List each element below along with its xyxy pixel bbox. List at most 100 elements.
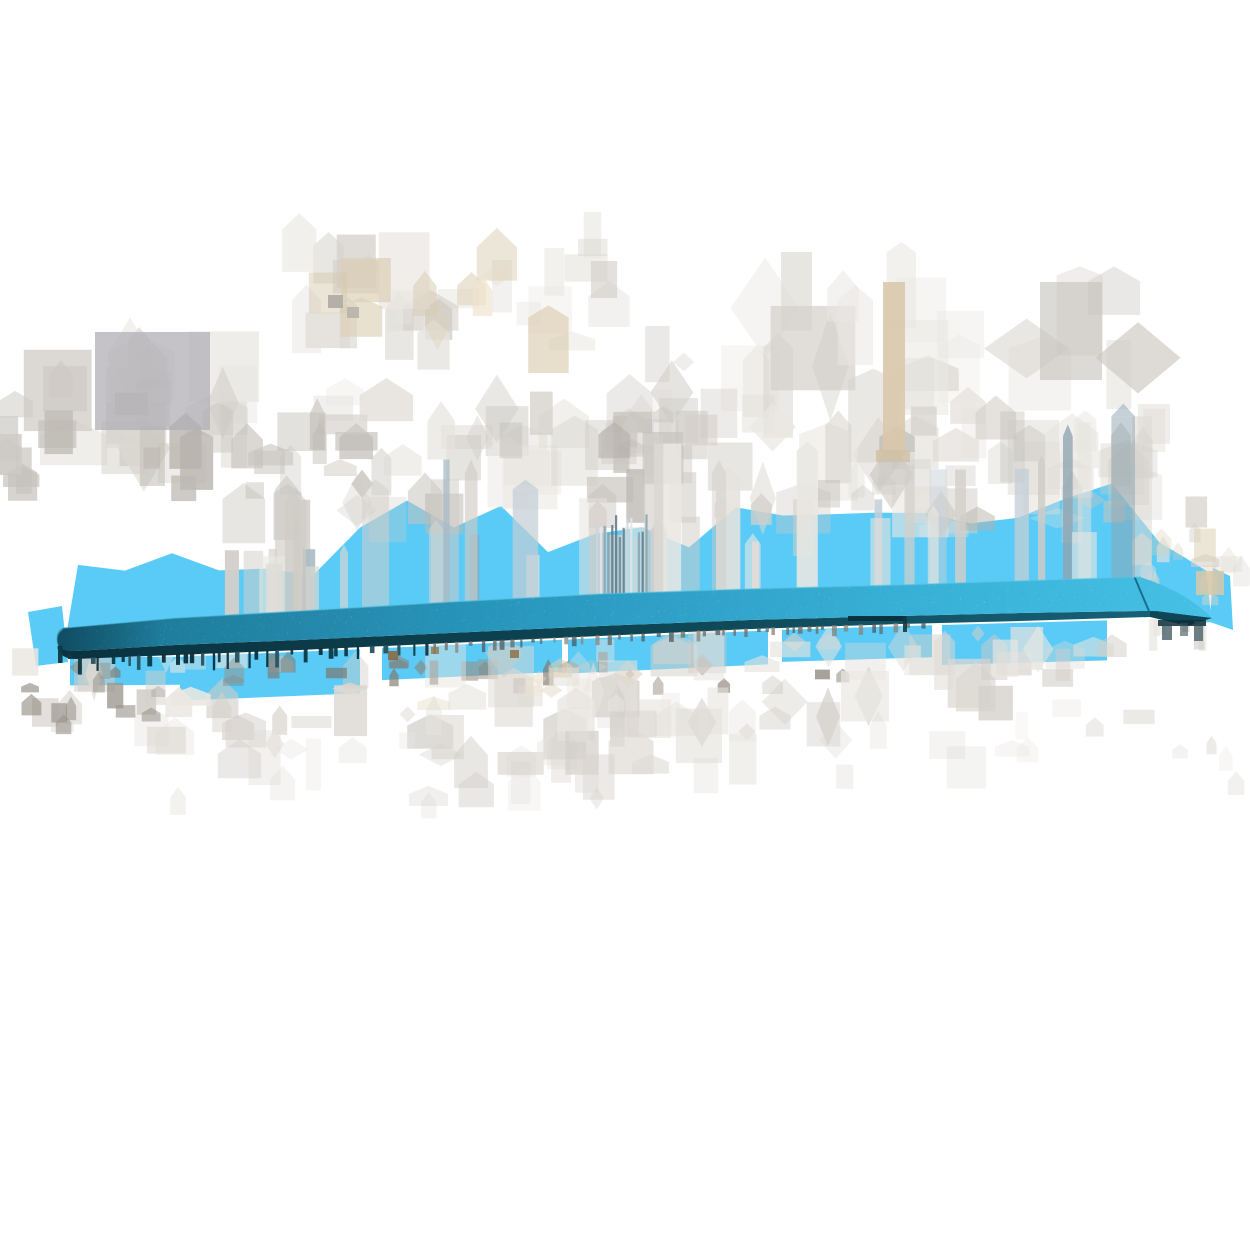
artifact-blob (762, 675, 783, 695)
artifact-blob (1097, 634, 1127, 658)
artifact-blob (608, 725, 654, 775)
streak-cap (512, 479, 539, 490)
hanging-streak (224, 550, 239, 619)
fringe-mark (722, 629, 725, 636)
artifact-blob (245, 482, 264, 499)
artifact-blob (625, 747, 640, 766)
artifact-blob (582, 662, 605, 724)
barcode-streak (603, 526, 606, 597)
artifact-blob (1095, 322, 1181, 394)
artifact-blob (818, 721, 853, 759)
hanging-streak (904, 465, 915, 588)
artifact-blob (158, 443, 207, 483)
barcode-streak (637, 532, 640, 596)
barcode-streak (618, 537, 621, 597)
artifact-block (848, 616, 906, 621)
barcode-streak (615, 515, 618, 597)
hanging-streak (927, 513, 939, 588)
barcode-streak (607, 532, 610, 597)
artifact-blob (424, 298, 451, 350)
compression-artifacts-top (0, 212, 1250, 606)
fringe-mark (425, 643, 429, 656)
artifact-blob (1045, 640, 1085, 669)
fringe-mark (696, 630, 701, 642)
artifact-blob (978, 685, 1013, 721)
artifact-blob (1151, 528, 1172, 556)
fringe-mark (832, 625, 837, 637)
artifact-blob (1029, 507, 1086, 529)
hanging-streak (744, 543, 761, 593)
artifact-blob (171, 475, 197, 502)
fringe-mark (121, 656, 125, 662)
artifact-blob (971, 625, 985, 642)
fringe-mark (571, 636, 577, 647)
fringe-mark (771, 627, 775, 635)
artifact-blob (693, 757, 719, 794)
fringe-mark (715, 629, 721, 636)
fringe-mark (369, 645, 375, 654)
streak-cap (284, 488, 307, 501)
artifact-blob (384, 444, 422, 476)
barcode-streak (596, 523, 599, 598)
fringe-mark (226, 651, 229, 669)
artifact-blob (389, 659, 408, 669)
fringe-mark (58, 645, 63, 663)
barcode-streak (599, 526, 602, 597)
artifact-blob (206, 678, 239, 719)
artifact-blob (248, 730, 281, 785)
artifact-blob (770, 641, 811, 658)
hanging-streak (512, 489, 539, 602)
artifact-blob (887, 622, 919, 672)
artifact-blob (578, 238, 608, 256)
fringe-mark (344, 646, 348, 657)
hanging-streak (443, 459, 450, 606)
artifact-blob (359, 378, 414, 422)
artifact-blob (1220, 546, 1237, 573)
artifact-blob (650, 629, 698, 677)
artifact-blob (645, 326, 670, 383)
artifact-blob (454, 735, 488, 789)
artifact-blob (1212, 556, 1243, 572)
fringe-mark (765, 627, 769, 633)
artifact-blob (427, 401, 455, 460)
streak-cap (274, 475, 299, 490)
artifact-blob (806, 702, 841, 747)
artifact-blob (583, 212, 602, 259)
artifact-blob (465, 415, 490, 461)
artifact-blob (932, 427, 979, 462)
artifact-blob (458, 771, 494, 808)
artifact-blob (537, 732, 568, 766)
artifact-blob (869, 710, 887, 749)
fringe-mark (248, 651, 251, 669)
artifact-blob (566, 651, 591, 710)
artifact-blob (654, 701, 698, 736)
artifact-blob (69, 660, 83, 675)
fringe-mark (183, 653, 189, 664)
artifact-blob (557, 687, 595, 741)
artifact-blob (485, 406, 529, 456)
streak-cap (927, 504, 939, 514)
artifact-blob (143, 447, 161, 469)
artifact-block (347, 307, 359, 318)
fringe-mark (858, 624, 864, 635)
artifact-blob (222, 674, 244, 686)
fringe-mark (630, 633, 633, 642)
artifact-blob (987, 441, 1013, 484)
hanging-streak (285, 500, 307, 615)
artifact-blob (141, 707, 161, 722)
hanging-streak (716, 480, 741, 594)
hanging-streak (305, 566, 319, 614)
artifact-blob (269, 765, 296, 801)
artifact-blob (101, 421, 150, 475)
fringe-mark (111, 656, 116, 664)
barcode-streak (634, 537, 637, 596)
artifact-blob (65, 696, 77, 721)
artifact-blob (1123, 709, 1155, 724)
fringe-mark (539, 637, 543, 644)
artifact-blob (1172, 744, 1188, 759)
artifact-blob (429, 660, 439, 685)
artifact-blob (551, 415, 598, 486)
artifact-blob (170, 686, 211, 706)
artifact-block (328, 295, 343, 308)
hanging-streak (362, 490, 389, 611)
